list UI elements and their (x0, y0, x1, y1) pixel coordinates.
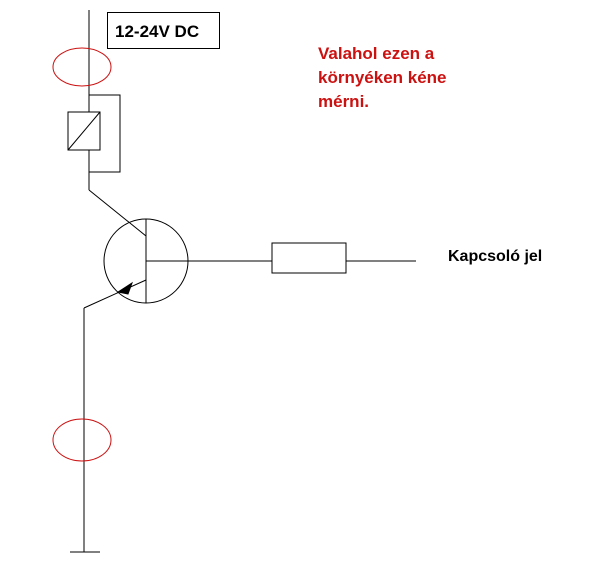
relay-coil-slash (67, 111, 101, 151)
transistor-emitter (83, 279, 147, 309)
base-resistor (271, 242, 347, 274)
measurement-marker-top (52, 47, 112, 87)
note-line-1: Valahol ezen a (318, 44, 435, 63)
measurement-marker-bottom (52, 418, 112, 462)
relay-coil (67, 111, 101, 151)
transistor-collector (88, 189, 147, 237)
note-line-2: környéken kéne (318, 68, 447, 87)
relay-contact-loop (89, 94, 121, 173)
switch-signal-label: Kapcsoló jel (448, 248, 543, 265)
supply-voltage-label: 12-24V DC (107, 12, 220, 49)
note-line-3: mérni. (318, 92, 370, 111)
measurement-note: Valahol ezen a környéken kéne mérni. (318, 42, 518, 114)
emitter-arrow-icon (116, 281, 133, 295)
